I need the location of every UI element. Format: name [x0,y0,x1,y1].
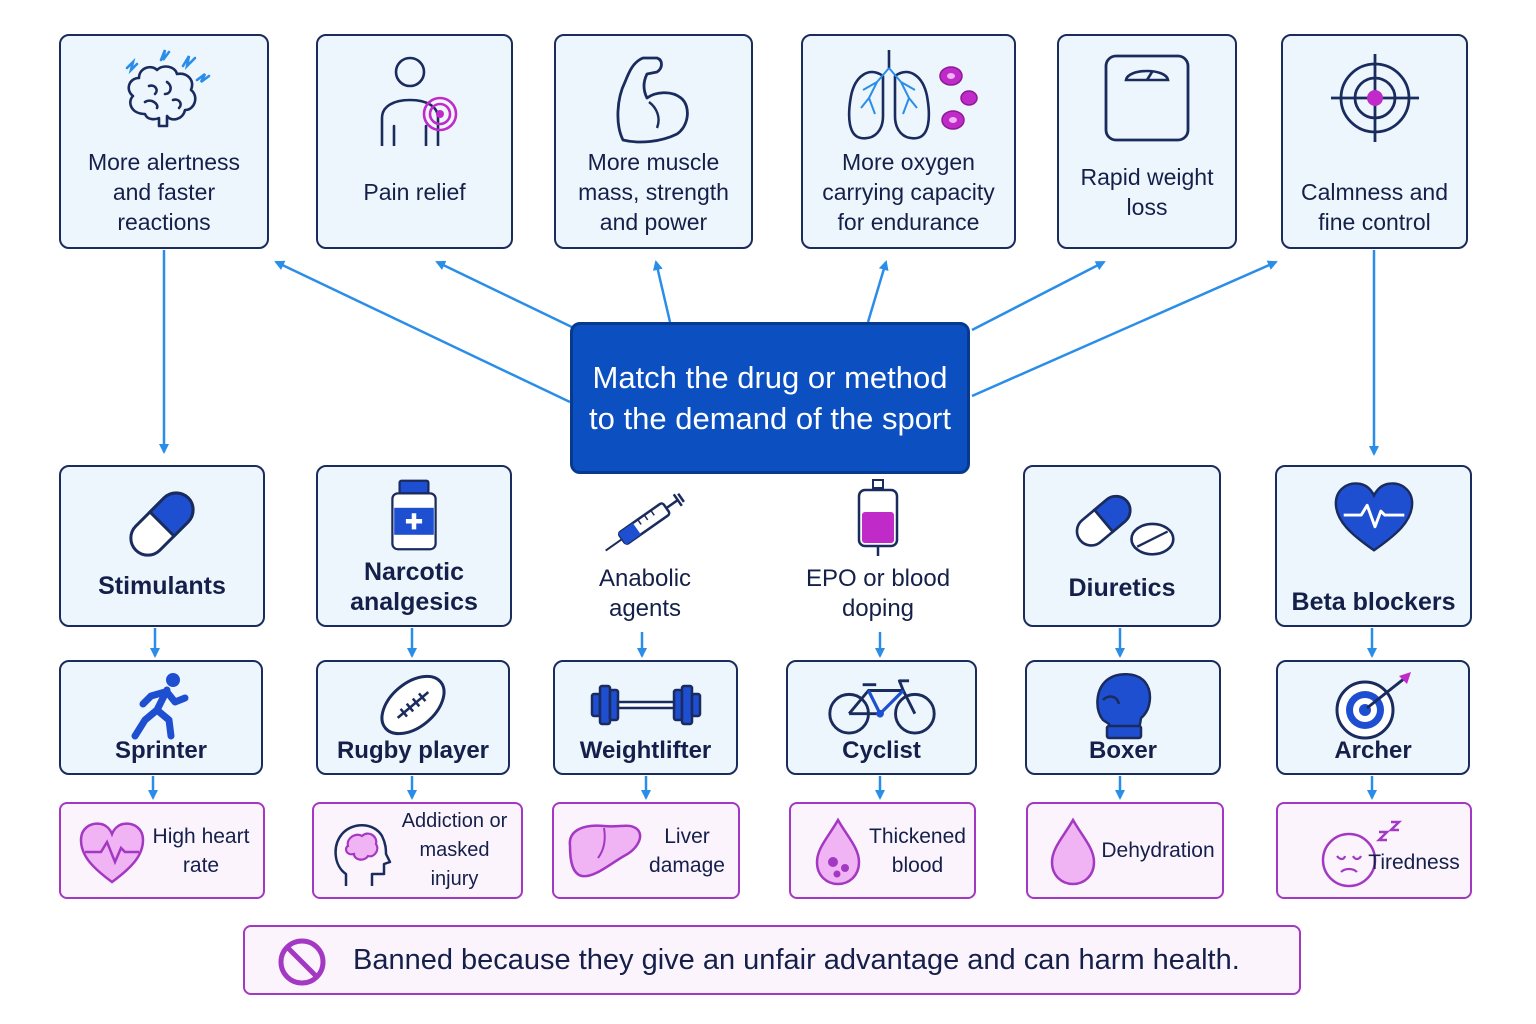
pills-icon [1075,494,1175,556]
drug-label: Beta blockers [1291,588,1456,616]
blood-bag-icon [857,479,899,556]
risk-label: Dehydration [1101,839,1215,862]
drug-label: Narcotic analgesics [350,558,478,616]
prohibited-icon [278,938,326,986]
pain-shoulder-icon [380,56,457,146]
blood-drop-icon [815,817,861,886]
head-brain-icon [334,824,392,886]
boxing-glove-icon [1096,673,1152,740]
sport-rugby-player: Rugby player [316,660,510,775]
risk-label: Thickened blood [869,824,966,877]
drug-stimulants: Stimulants [59,465,265,627]
syringe-icon [605,492,685,552]
risk-label: Tiredness [1368,851,1460,874]
benefit-label: More oxygen carrying capacity for endura… [822,149,995,235]
drug-label: EPO or blood doping [805,565,951,622]
sport-archer: Archer [1276,660,1470,775]
risk-label: Addiction or masked injury [401,810,508,890]
benefit-oxygen: More oxygen carrying capacity for endura… [801,34,1016,249]
weighing-scale-icon [1104,54,1190,142]
sport-cyclist: Cyclist [786,660,977,775]
center-prompt: Match the drug or method to the demand o… [570,322,970,474]
benefit-alertness: More alertness and faster reactions [59,34,269,249]
water-drop-icon [1050,817,1096,886]
drug-narcotic-analgesics: Narcotic analgesics [316,465,512,627]
brain-alert-icon [125,49,211,128]
arrow-to-benefit-weight [971,260,1106,332]
risk-thickened-blood: Thickened blood [789,802,976,899]
conclusion-banner: Banned because they give an unfair advan… [243,925,1301,995]
arrow-to-benefit-calm [971,260,1278,398]
drug-beta-blockers: Beta blockers [1275,465,1472,627]
risk-label: High heart rate [152,824,250,877]
bicycle-icon [827,679,936,735]
conclusion-text: Banned because they give an unfair advan… [353,943,1240,976]
crosshair-icon [1330,54,1419,142]
heart-pulse-icon [1334,482,1413,552]
risk-tiredness: Tiredness [1276,802,1472,899]
running-person-icon [131,673,189,740]
lungs-blood-cells-icon [847,50,978,140]
benefit-muscle: More muscle mass, strength and power [554,34,753,249]
flexed-arm-icon [616,56,689,144]
arrow-to-benefit-oxygen [866,260,889,323]
sport-label: Sprinter [114,737,207,764]
liver-icon [568,824,642,878]
benefit-weight-loss: Rapid weight loss [1057,34,1237,249]
risk-label: Liver damage [649,824,725,877]
drug-anabolic-agents: Anabolic agents [560,478,730,628]
drug-label: Stimulants [98,572,226,600]
drug-label: Anabolic agents [598,565,692,622]
sport-label: Cyclist [842,737,921,764]
archery-target-icon [1335,672,1411,740]
benefit-label: Rapid weight loss [1080,164,1214,220]
drug-epo-blood-doping: EPO or blood doping [790,478,966,628]
benefit-label: Calmness and fine control [1300,179,1449,235]
heart-rate-icon [79,822,145,884]
benefit-label: More muscle mass, strength and power [578,149,729,235]
sleepy-face-icon [1321,820,1403,888]
arrow-to-benefit-pain [435,260,579,332]
sport-label: Archer [1334,737,1412,764]
risk-liver-damage: Liver damage [552,802,740,899]
barbell-icon [590,684,701,726]
arrow-to-benefit-muscle [652,260,672,323]
risk-dehydration: Dehydration [1026,802,1224,899]
medicine-bottle-icon [391,479,437,551]
risk-addiction: Addiction or masked injury [312,802,523,899]
drug-diuretics: Diuretics [1023,465,1221,627]
sport-label: Rugby player [336,737,490,764]
risk-high-heart-rate: High heart rate [59,802,265,899]
arrow-to-benefit-alertness [274,260,571,404]
sport-boxer: Boxer [1025,660,1221,775]
rugby-ball-icon [380,674,446,736]
capsule-icon [129,491,195,557]
sport-label: Weightlifter [579,737,712,764]
sport-label: Boxer [1088,737,1158,764]
benefit-label: Pain relief [363,179,466,205]
benefit-pain-relief: Pain relief [316,34,513,249]
drug-label: Diuretics [1068,574,1176,602]
benefit-label: More alertness and faster reactions [87,149,241,235]
sport-sprinter: Sprinter [59,660,263,775]
sport-weightlifter: Weightlifter [553,660,738,775]
benefit-calmness: Calmness and fine control [1281,34,1468,249]
